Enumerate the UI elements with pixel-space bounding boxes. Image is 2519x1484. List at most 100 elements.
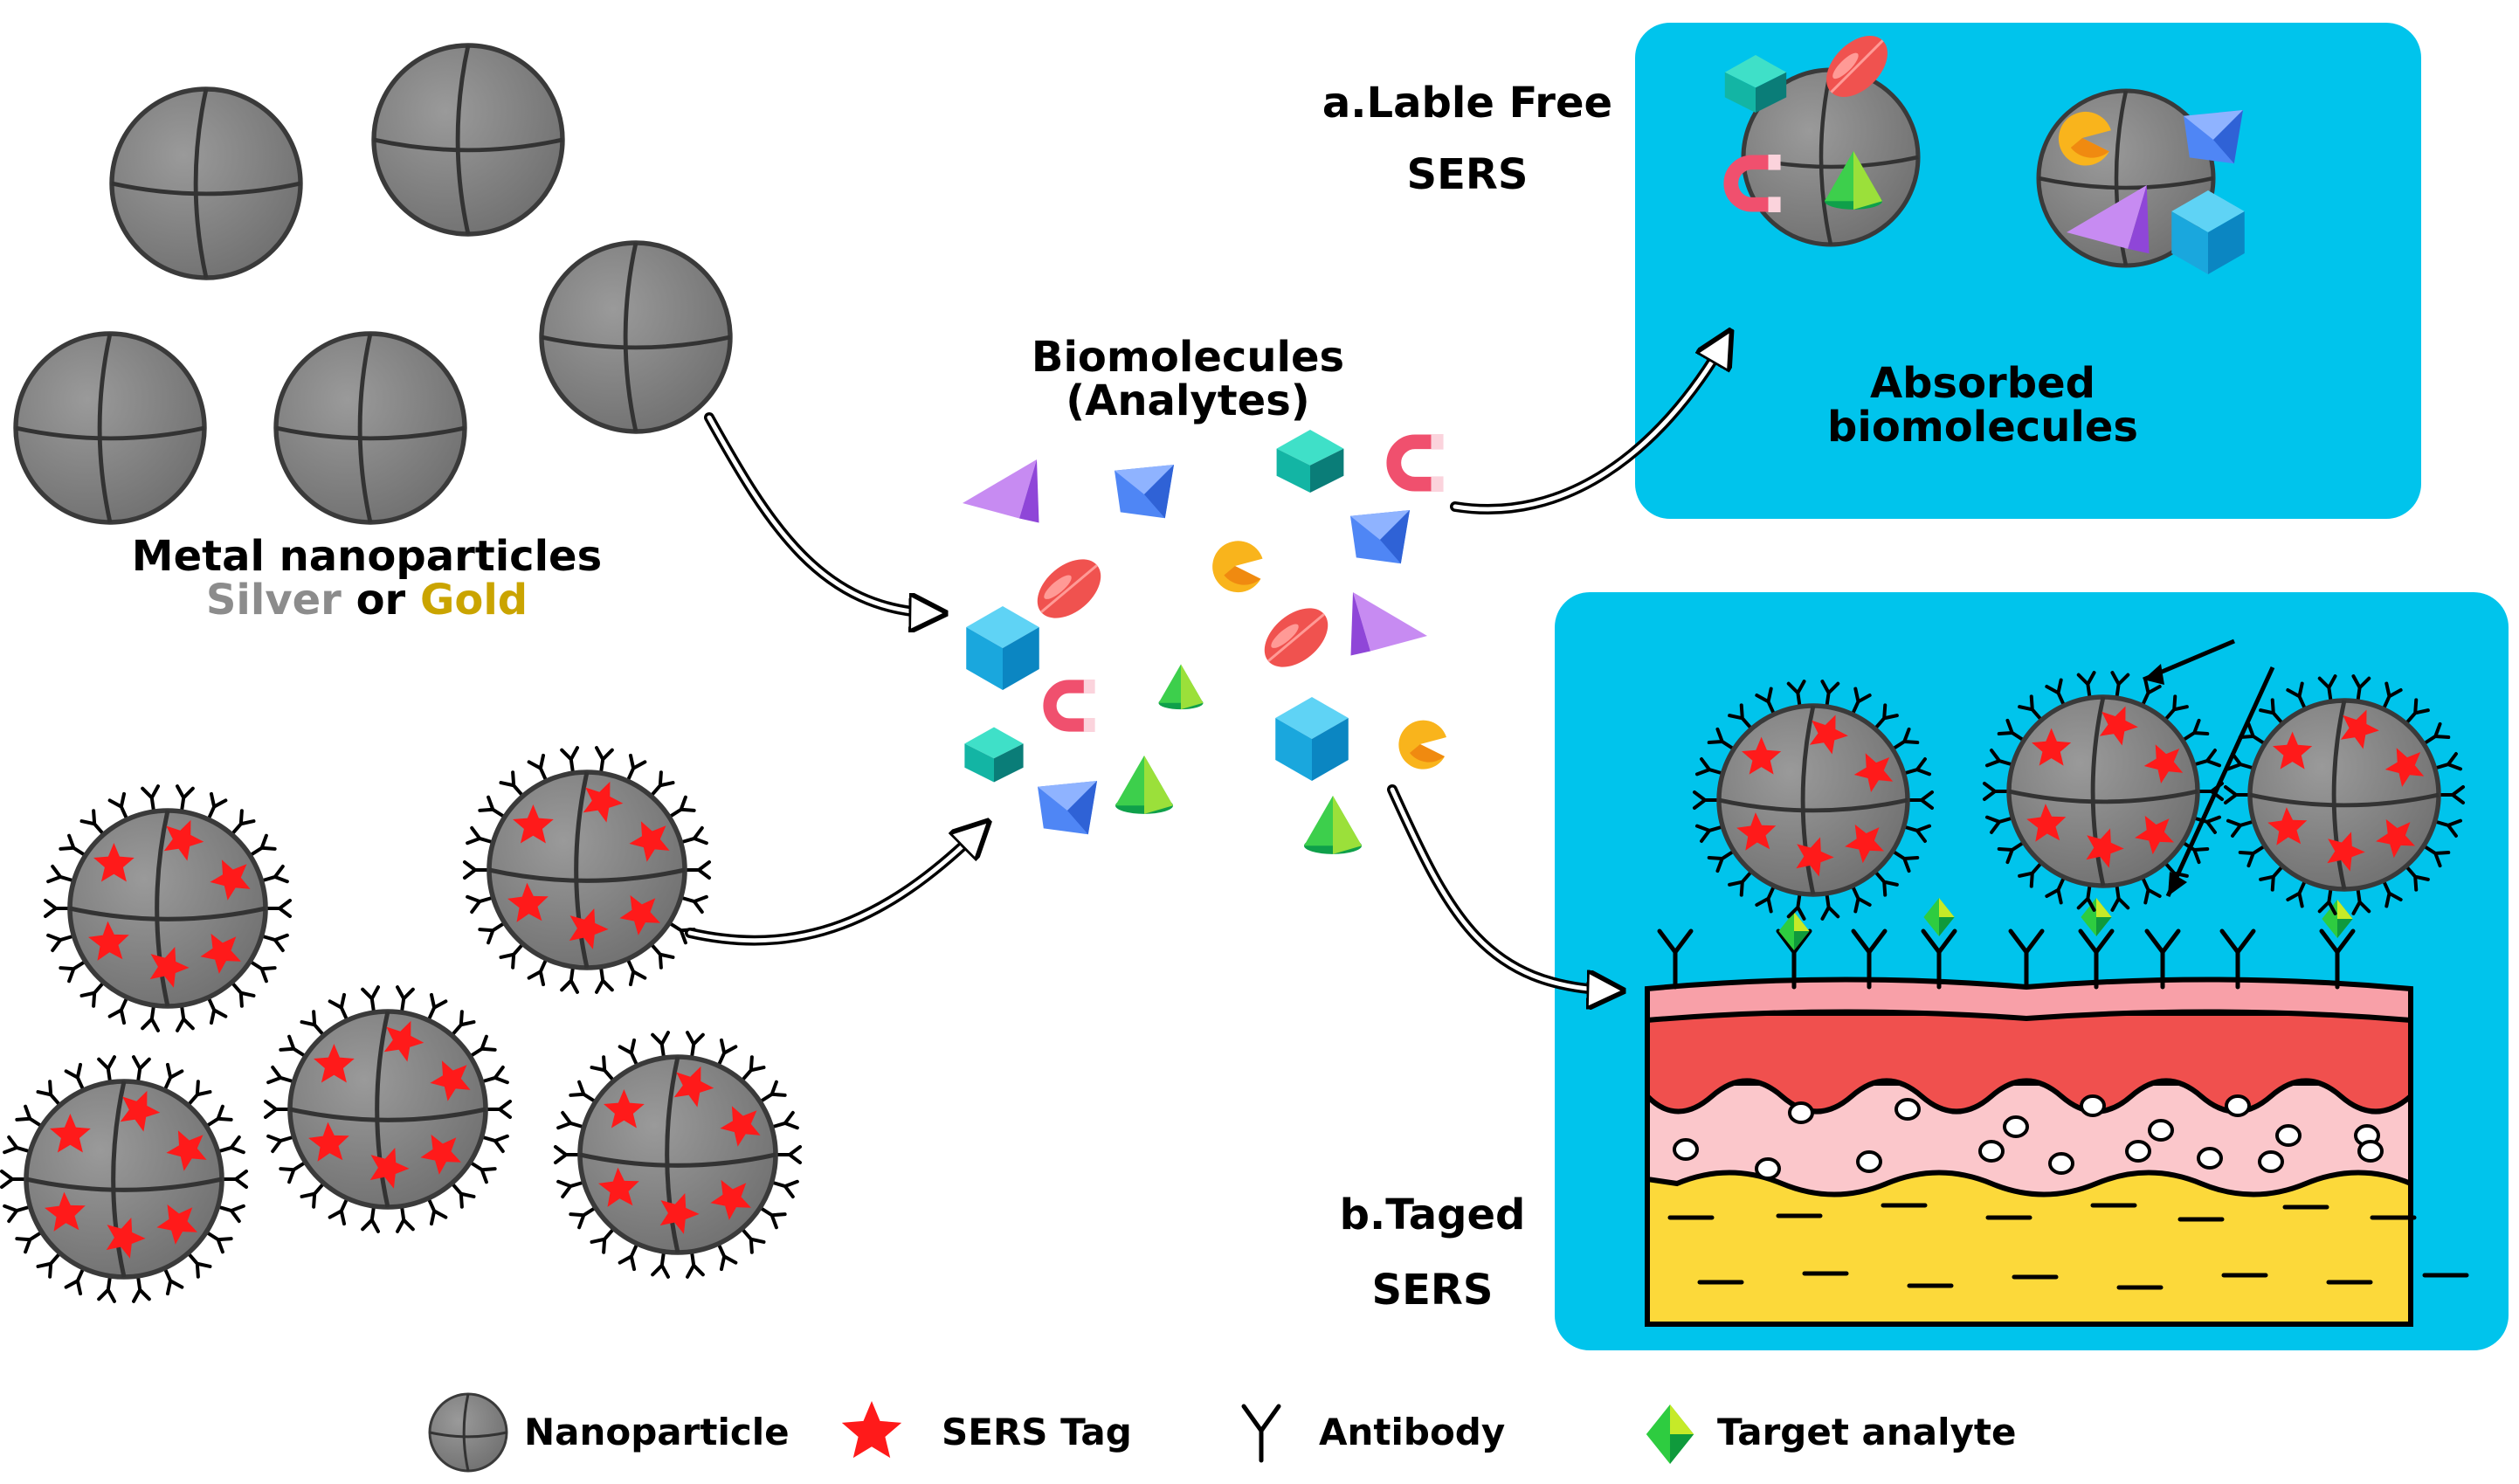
pyramid-icon	[963, 459, 1039, 523]
antibody-y-icon	[2423, 845, 2451, 868]
sers-tag-star-icon	[1809, 714, 1848, 755]
sers-tag-star-icon	[583, 781, 624, 823]
antibody-y-icon	[2141, 877, 2162, 905]
antibody-y-icon	[361, 985, 380, 1013]
antibody-y-icon	[2182, 718, 2210, 742]
antibody-y-icon	[1874, 703, 1899, 729]
antibody-y-icon	[1241, 1404, 1281, 1463]
or-text: or	[355, 576, 406, 625]
tissue-layers	[1645, 638, 2469, 1327]
antibody-y-icon	[481, 1065, 509, 1085]
antibody-y-icon	[222, 1170, 248, 1189]
cell	[1894, 1098, 1921, 1121]
tagged-nanoparticle	[264, 985, 512, 1233]
antibody-y-icon	[650, 770, 675, 797]
sers-tag-star-icon	[507, 882, 549, 922]
arrow-icon	[1453, 339, 1726, 512]
antibody-y-icon	[1908, 790, 1934, 810]
antibody-y-icon	[2224, 785, 2250, 804]
antibody-y-icon	[590, 1055, 615, 1081]
biomolecules-line1: Biomolecules	[1031, 333, 1345, 382]
sers-tag-star-icon	[710, 1179, 751, 1220]
antibody-y-icon	[717, 1243, 738, 1272]
cell	[2125, 1140, 2151, 1163]
antibody-y-icon	[205, 1104, 233, 1128]
biomolecule-group	[963, 36, 2245, 854]
antibody-y-icon	[1707, 727, 1735, 750]
antibody-y-icon	[650, 943, 675, 970]
pyramid-icon	[1350, 510, 1410, 564]
sers-tag-star-icon	[659, 1193, 700, 1234]
taged-line1: b.Taged	[1339, 1191, 1526, 1239]
cell	[2197, 1147, 2223, 1170]
antibody-y-icon	[217, 1204, 245, 1224]
sers-tag-star-icon	[1742, 736, 1782, 775]
antibody-y-icon	[626, 753, 647, 782]
nanoparticle-icon	[539, 240, 733, 434]
antibody-y-icon	[217, 1135, 245, 1155]
antibody-y-icon	[266, 1134, 294, 1154]
cell	[2275, 1124, 2302, 1147]
cell	[2357, 1140, 2384, 1163]
antibody-y-icon	[207, 997, 228, 1025]
antibody-y-icon	[207, 791, 228, 820]
pacman-icon	[2058, 111, 2111, 166]
antibody-y-icon	[618, 1243, 638, 1272]
sers-tag-star-icon	[88, 921, 129, 961]
cell	[1788, 1101, 1814, 1124]
sers-tag-star-icon	[2267, 807, 2308, 846]
antibody-y-icon	[741, 1228, 766, 1254]
antibody-y-icon	[46, 933, 74, 953]
antibody-y-icon	[266, 1065, 294, 1085]
antibody-y-icon	[46, 864, 74, 884]
sers-tag-star-icon	[2384, 748, 2425, 787]
antibody-y-icon	[1694, 824, 1723, 843]
antibody-y-icon	[361, 1205, 380, 1233]
arrow-icon	[687, 828, 982, 943]
antibody-y-icon	[2076, 671, 2096, 699]
antibody-y-icon	[2045, 678, 2066, 706]
cone-icon	[1304, 796, 1362, 854]
antibody-y-icon	[176, 1004, 195, 1032]
antibody-y-icon	[2164, 694, 2189, 721]
antibody-y-icon	[2259, 698, 2283, 724]
sers-tag-star-icon	[1853, 753, 1894, 792]
antibody-y-icon	[680, 894, 708, 915]
arrow-icon	[707, 415, 936, 613]
sers-tag-star-icon	[430, 1060, 471, 1101]
sers-tag-star-icon	[2327, 832, 2365, 872]
sers-tag-star-icon	[2340, 709, 2379, 749]
target-analyte-diamond-icon	[2081, 898, 2112, 936]
antibody-y-icon	[686, 1031, 705, 1059]
antibody-y-icon	[2259, 866, 2283, 892]
sers-tag-star-icon	[383, 1020, 424, 1062]
antibody-y-icon	[2351, 887, 2371, 915]
sers-tag-star-icon	[1845, 824, 1884, 864]
antibody-y-icon	[1997, 841, 2025, 865]
absorbed-biomolecules-label: Absorbed biomolecules	[1782, 362, 2184, 450]
cell	[1755, 1157, 1781, 1180]
antibody-y-icon	[554, 1145, 580, 1164]
antibody-y-icon	[107, 997, 128, 1025]
nanoparticle-icon	[273, 331, 467, 525]
antibody-y-icon	[527, 958, 548, 987]
sers-tag-star-icon	[604, 1089, 645, 1129]
tagged-nanoparticle	[1983, 671, 2224, 912]
antibody-y-icon	[2286, 681, 2307, 709]
antibody-y-icon	[300, 1183, 325, 1209]
sers-tag-star-icon	[163, 819, 204, 861]
arrow-icon	[1390, 787, 1614, 990]
antibody-y-icon	[427, 1198, 448, 1226]
magnet-icon	[1043, 680, 1095, 732]
antibody-y-icon	[2382, 880, 2403, 908]
antibody-y-icon	[499, 943, 524, 970]
antibody-y-icon	[2078, 928, 2115, 990]
antibody-y-icon	[1983, 782, 2009, 801]
antibody-y-icon	[231, 809, 256, 835]
antibody-y-icon	[328, 992, 349, 1021]
antibody-y-icon	[1786, 893, 1806, 921]
target-analyte-diamond-icon	[1923, 898, 1955, 936]
antibody-y-icon	[556, 1179, 584, 1199]
sers-tag-star-icon	[156, 1204, 197, 1245]
pyramid-icon	[1115, 465, 1174, 519]
